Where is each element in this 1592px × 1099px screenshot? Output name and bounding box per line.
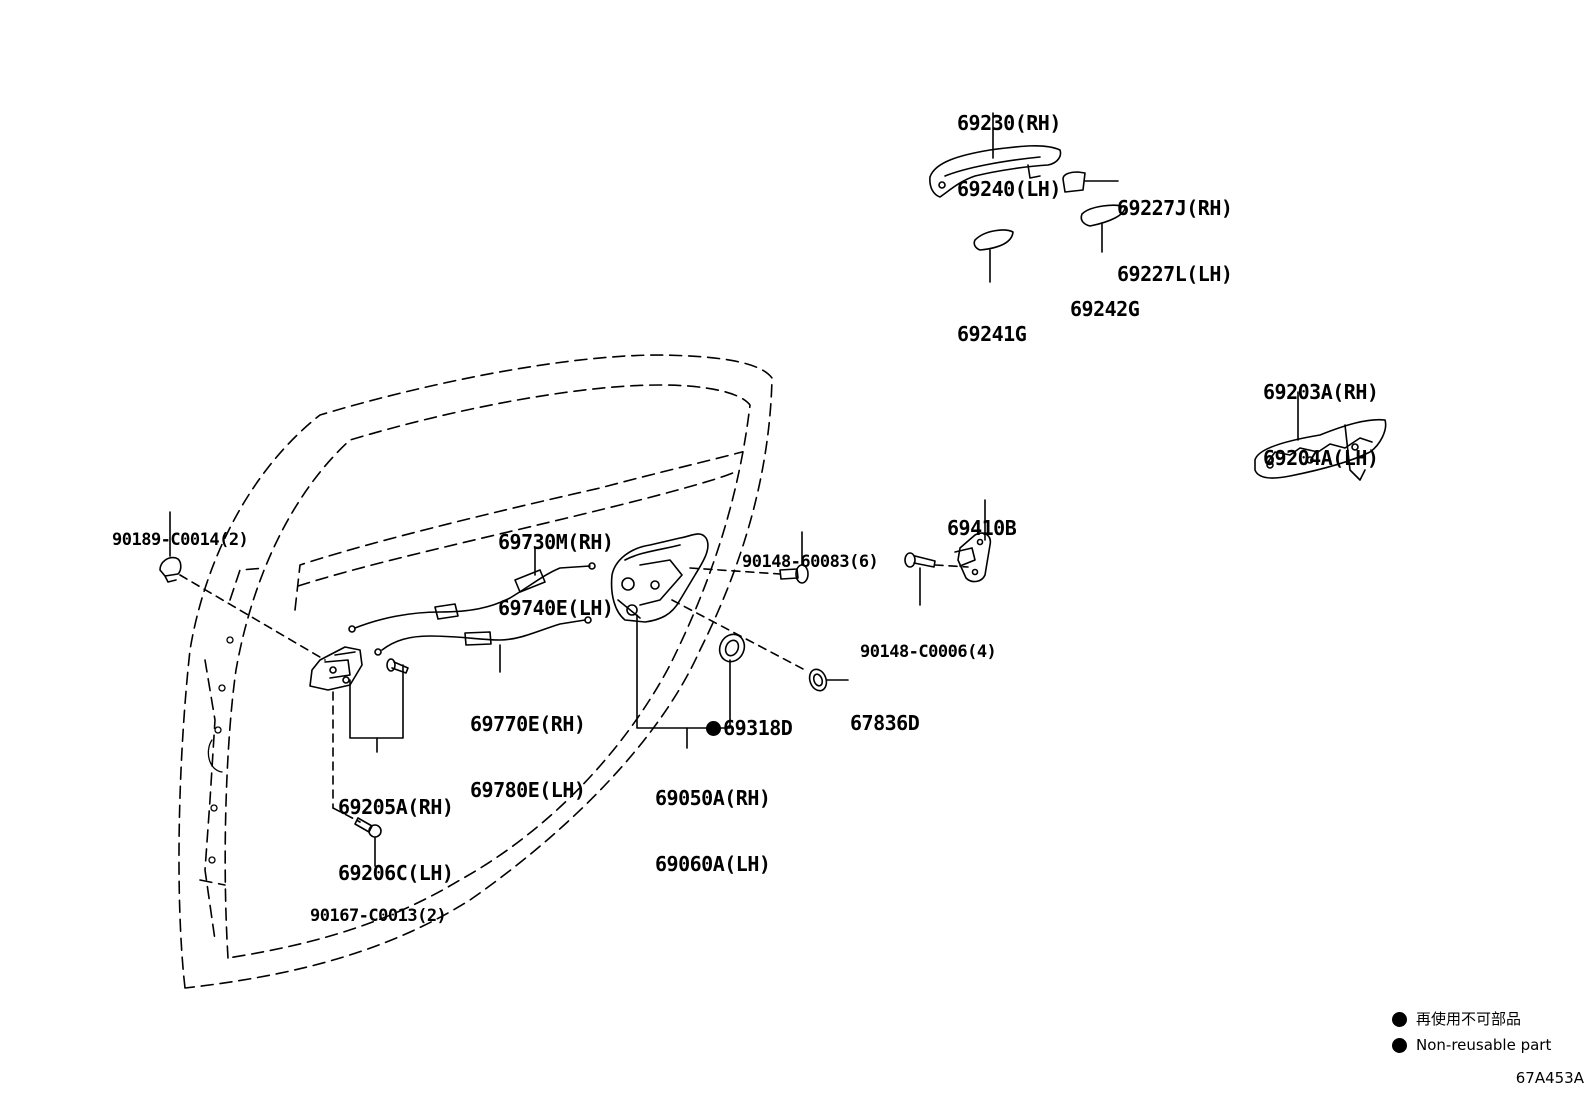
legend-text-jp: 再使用不可部品 [1416, 1010, 1522, 1028]
screw-90148-c0006-shape [904, 552, 936, 568]
seal-ring-69318d-shape [718, 633, 746, 663]
part-number: 69318D [723, 716, 793, 740]
inside-handle-screw-shape [386, 658, 409, 674]
part-number: 90148-C0006(4) [860, 642, 997, 662]
striker-shape [954, 532, 992, 583]
part-number: 69230(RH) [957, 111, 1061, 135]
dash-clip-handle [179, 574, 326, 661]
inside-handle-shape [309, 646, 363, 691]
label-69050: 69050A(RH) 69060A(LH) [655, 743, 771, 897]
dash-handle-screw-2 [332, 807, 361, 823]
part-number: 69770E(RH) [470, 712, 586, 736]
label-90148-60083: 90148-60083(6) [742, 512, 879, 592]
label-69770: 69770E(RH) 69780E(LH) [470, 669, 586, 823]
part-number: 67836D [850, 711, 920, 735]
cable-69730-shape [348, 562, 596, 633]
part-number: 90189-C0014(2) [112, 530, 249, 550]
illustration-code: 67A453A [1515, 1069, 1584, 1087]
label-67836: 67836D [850, 668, 920, 756]
non-reusable-dot-icon [1392, 1011, 1407, 1027]
legend-row-jp: 再使用不可部品 [1392, 1006, 1551, 1032]
handle-frame-shape [1254, 418, 1387, 481]
part-number: 90167-C0013(2) [310, 906, 447, 926]
screw-90167-shape [354, 817, 382, 838]
part-number: 69730M(RH) [498, 530, 614, 554]
grommet-67836d-shape [808, 668, 828, 692]
pad-69242g-shape [1080, 204, 1126, 227]
label-69318: 69318D [683, 695, 793, 740]
legend-text-en: Non-reusable part [1416, 1036, 1552, 1054]
label-69203: 69203A(RH) 69204A(LH) [1263, 337, 1379, 491]
non-reusable-dot-icon [706, 721, 722, 736]
label-69241: 69241G [957, 279, 1027, 367]
legend: 再使用不可部品 Non-reusable part [1392, 1006, 1551, 1058]
legend-row-en: Non-reusable part [1392, 1032, 1551, 1058]
part-number: 69780E(LH) [470, 778, 586, 802]
pad-69241g-shape [973, 229, 1014, 251]
label-69230: 69230(RH) 69240(LH) [957, 68, 1061, 222]
door-edge-holes [207, 636, 234, 864]
part-number: 69740E(LH) [498, 596, 614, 620]
door-lock-shape [610, 533, 709, 623]
part-number: 69205A(RH) [338, 795, 454, 819]
door-outline [178, 354, 773, 989]
non-reusable-dot-icon [1392, 1037, 1407, 1053]
bracket-69050 [636, 614, 731, 729]
part-number: 69060A(LH) [655, 852, 771, 876]
part-number: 69241G [957, 322, 1027, 346]
bracket-69205 [349, 664, 404, 739]
label-90148-c0006: 90148-C0006(4) [860, 602, 997, 682]
part-number: 69227J(RH) [1117, 196, 1233, 220]
part-number: 69410B [947, 516, 1017, 540]
part-number: 69240(LH) [957, 177, 1061, 201]
label-69410: 69410B [947, 473, 1017, 561]
label-69227: 69227J(RH) 69227L(LH) [1117, 153, 1233, 307]
label-90189: 90189-C0014(2) [112, 490, 249, 570]
part-number: 90148-60083(6) [742, 552, 879, 572]
part-number: 69204A(LH) [1263, 446, 1379, 470]
label-69730: 69730M(RH) 69740E(LH) [498, 487, 614, 641]
label-90167: 90167-C0013(2) [310, 866, 447, 946]
part-number: 69242G [1070, 297, 1140, 321]
part-number: 69050A(RH) [655, 786, 771, 810]
dash-screw-striker [934, 564, 969, 568]
part-number: 69203A(RH) [1263, 380, 1379, 404]
handle-cap-shape [1062, 171, 1086, 193]
dash-lock-screw [689, 567, 781, 575]
part-number: 69206C(LH) [338, 861, 454, 885]
label-69242: 69242G [1070, 254, 1140, 342]
clip-90189-shape [159, 556, 182, 583]
cable-69770-shape [374, 616, 592, 656]
label-69205: 69205A(RH) 69206C(LH) [338, 752, 454, 906]
outside-handle-shape [929, 145, 1062, 198]
part-number: 69227L(LH) [1117, 262, 1233, 286]
